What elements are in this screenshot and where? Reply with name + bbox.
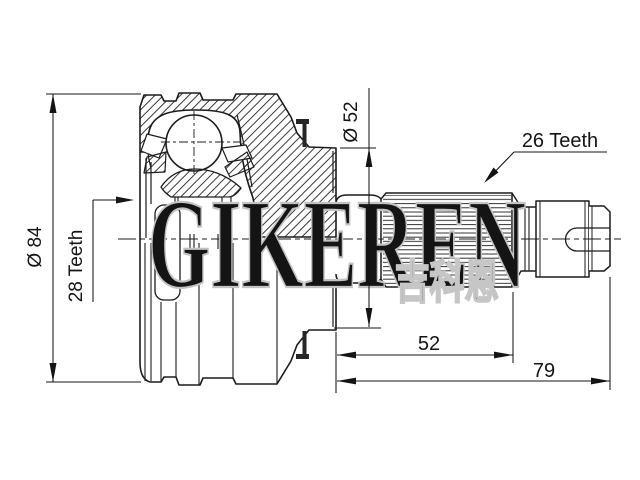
- cage-wedge-left: [143, 151, 167, 174]
- arrowhead-down: [49, 363, 57, 382]
- arrowhead-up: [49, 94, 57, 113]
- dust-shield-top: [296, 119, 309, 147]
- shaft-spline-teeth-label: 26 Teeth: [522, 130, 598, 152]
- outer-diameter-label: Ø 84: [25, 226, 46, 268]
- arrowhead-right: [116, 196, 134, 204]
- inner-race-step: [221, 196, 232, 204]
- arrowhead-left: [337, 351, 356, 359]
- bell-housing-lower-outline: [139, 152, 337, 386]
- bell-housing-section: [139, 92, 337, 238]
- dimension-layer: [46, 88, 611, 393]
- cv-joint-body: [118, 92, 621, 386]
- inner-race-bore-lines: [174, 197, 232, 249]
- arrowhead-up: [365, 148, 373, 167]
- bore-opening: [154, 204, 181, 301]
- shaft-length-label: 79: [533, 360, 555, 382]
- watermark-brand-text: GIKEREN: [148, 173, 526, 315]
- inner-spline-teeth-label: 28 Teeth: [66, 230, 87, 303]
- arrowhead-right: [494, 351, 513, 359]
- watermark: GIKEREN 吉科恩: [147, 172, 527, 316]
- arrowhead-diagonal: [484, 167, 499, 183]
- dust-shield-bottom: [296, 331, 309, 359]
- shaft-neck: [335, 194, 382, 284]
- leader-inner-spline: [92, 196, 134, 302]
- leader-shaft-spline: [484, 151, 607, 183]
- dim-spline-length: [335, 292, 514, 393]
- dim-outer-diameter: [46, 93, 141, 383]
- dimension-labels: Ø 84 28 Teeth Ø 52 26 Teeth 52 79: [25, 101, 598, 382]
- arrowhead-down: [365, 308, 373, 327]
- arrowhead-right: [591, 377, 610, 385]
- cage-wedge-right: [224, 151, 255, 178]
- back-diameter-label: Ø 52: [341, 101, 362, 142]
- dim-shaft-length: [337, 277, 611, 390]
- arrowhead-left: [337, 377, 356, 385]
- watermark-cjk-text: 吉科恩: [395, 257, 499, 308]
- boot-groove-lines: [144, 243, 278, 385]
- spline-length-label: 52: [418, 333, 440, 355]
- inner-race-section: [160, 168, 242, 198]
- dim-back-diameter: [334, 88, 381, 329]
